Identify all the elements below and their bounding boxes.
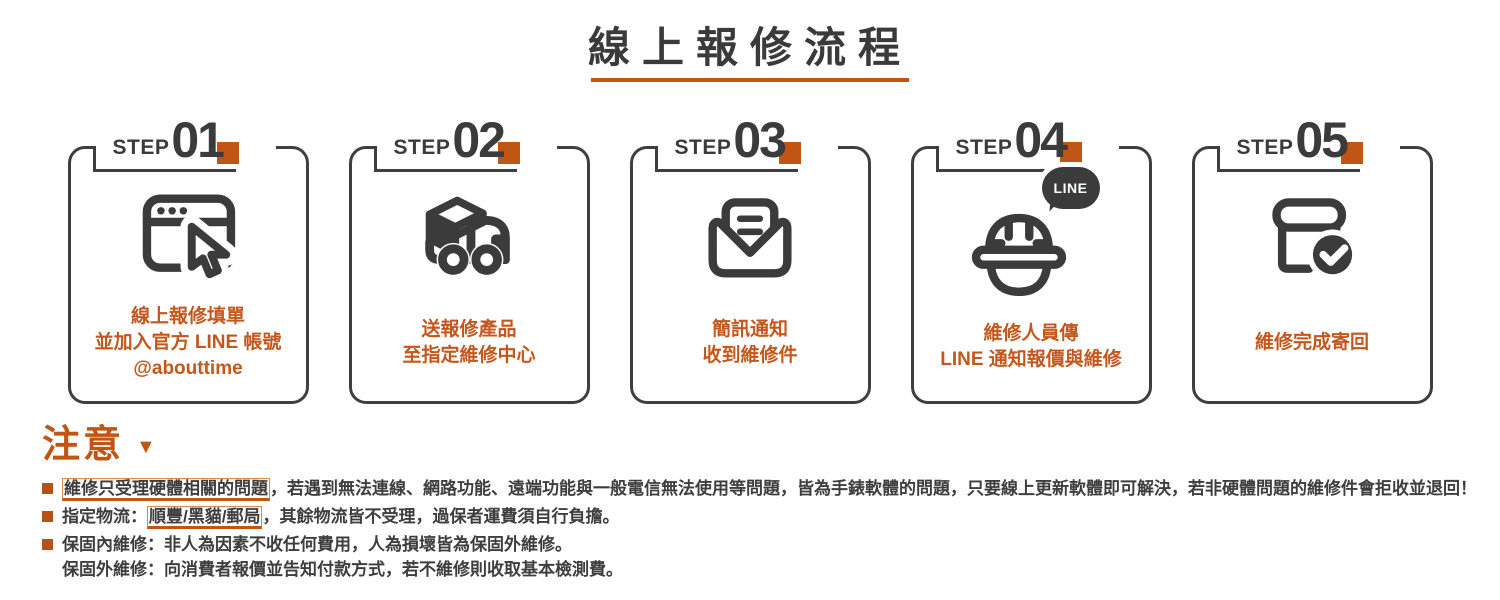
step-card-2: STEP 02 送報修產品 xyxy=(348,115,590,405)
step-word: STEP xyxy=(955,136,1013,160)
notice-text: 指定物流：順豐/黑貓/郵局，其餘物流皆不受理，過保者運費須自行負擔。 xyxy=(62,504,620,530)
notice-text-line1: 保固內維修：非人為因素不收任何費用，人為損壞皆為保固外維修。 xyxy=(62,535,572,555)
step-caption: 維修完成寄回 xyxy=(1195,295,1430,401)
caption-line: 並加入官方 LINE 帳號 xyxy=(94,332,282,354)
caption-line: 維修完成寄回 xyxy=(1254,332,1369,354)
page-header: 線上報修流程 xyxy=(0,0,1500,83)
step-number: 05 xyxy=(1295,112,1349,169)
step-tab-line xyxy=(373,146,517,173)
step-word: STEP xyxy=(112,136,170,160)
mail-notification-icon xyxy=(633,149,868,295)
border-gap xyxy=(654,146,838,150)
step-number: 04 xyxy=(1014,112,1068,169)
step-header-2: STEP 02 xyxy=(393,112,520,169)
page-title: 線上報修流程 xyxy=(587,26,912,72)
border-gap xyxy=(373,146,557,150)
line-chat-bubble-icon: LINE xyxy=(1041,167,1100,210)
step-accent-square xyxy=(778,142,801,165)
step-caption: 線上報修填單 並加入官方 LINE 帳號 @abouttime xyxy=(71,295,306,401)
step-card-3: STEP 03 簡訊通知 收到維修件 xyxy=(629,115,871,405)
steps-row: STEP 01 線上報修填單 並加入官方 LINE 帳號 @aboutt xyxy=(0,115,1500,405)
caption-line: LINE 通知報價與維修 xyxy=(940,349,1122,371)
notice-item-3: 保固內維修：非人為因素不收任何費用，人為損壞皆為保固外維修。保固外維修：向消費者… xyxy=(42,532,1460,582)
step-word: STEP xyxy=(674,136,732,160)
caption-line: 至指定維修中心 xyxy=(402,345,536,367)
notice-item-2: 指定物流：順豐/黑貓/郵局，其餘物流皆不受理，過保者運費須自行負擔。 xyxy=(42,504,1460,530)
notice-list: 維修只受理硬體相關的問題，若遇到無法連線、網路功能、遠端功能與一般電信無法使用等… xyxy=(42,476,1477,582)
step-number: 01 xyxy=(171,112,225,169)
step-caption: 簡訊通知 收到維修件 xyxy=(633,295,868,401)
step-number: 03 xyxy=(733,112,787,169)
step-accent-square xyxy=(1340,142,1363,165)
step-tab-line xyxy=(935,146,1079,173)
bullet-square-icon xyxy=(42,539,53,551)
package-check-icon xyxy=(1195,149,1430,295)
border-gap xyxy=(92,146,276,150)
browser-cursor-icon xyxy=(71,149,306,295)
step-caption: 送報修產品 至指定維修中心 xyxy=(352,295,587,401)
notice-text-line2: 保固外維修：向消費者報價並告知付款方式，若不維修則收取基本檢測費。 xyxy=(62,560,623,580)
step-header-1: STEP 01 xyxy=(112,112,239,169)
step-card-4: STEP 04 LINE 維修人員傳 LINE 通知報價與維修 xyxy=(910,115,1152,405)
notice-header: 注意 ▼ xyxy=(42,426,1460,464)
triangle-down-icon: ▼ xyxy=(136,435,156,458)
step-word: STEP xyxy=(393,136,451,160)
step-word: STEP xyxy=(1236,136,1294,160)
caption-line: @abouttime xyxy=(133,358,243,380)
step-header-5: STEP 05 xyxy=(1236,112,1363,169)
caption-line: 送報修產品 xyxy=(421,319,517,341)
bullet-square-icon xyxy=(42,483,53,495)
step-accent-square xyxy=(216,142,239,165)
highlighted-phrase: 順豐/黑貓/郵局 xyxy=(147,506,263,530)
caption-line: 收到維修件 xyxy=(702,345,798,367)
border-gap xyxy=(935,146,1119,150)
border-gap xyxy=(1216,146,1400,150)
step-header-4: STEP 04 xyxy=(955,112,1082,169)
step-accent-square xyxy=(497,142,520,165)
notice-text-rest: ，其餘物流皆不受理，過保者運費須自行負擔。 xyxy=(262,507,620,527)
step-tab-line xyxy=(654,146,798,173)
step-tab-line xyxy=(1216,146,1360,173)
caption-line: 簡訊通知 xyxy=(711,319,788,341)
notice-text: 保固內維修：非人為因素不收任何費用，人為損壞皆為保固外維修。保固外維修：向消費者… xyxy=(62,532,623,582)
step-tab-line xyxy=(92,146,236,173)
step-header-3: STEP 03 xyxy=(674,112,801,169)
notice-text: 維修只受理硬體相關的問題，若遇到無法連線、網路功能、遠端功能與一般電信無法使用等… xyxy=(62,476,1477,502)
step-card-5: STEP 05 維修完成寄回 xyxy=(1191,115,1433,405)
caption-line: 維修人員傳 xyxy=(983,323,1079,345)
notice-text-prefix: 指定物流： xyxy=(62,507,147,527)
notice-section: 注意 ▼ 維修只受理硬體相關的問題，若遇到無法連線、網路功能、遠端功能與一般電信… xyxy=(42,426,1477,582)
notice-item-1: 維修只受理硬體相關的問題，若遇到無法連線、網路功能、遠端功能與一般電信無法使用等… xyxy=(42,476,1477,502)
bullet-square-icon xyxy=(42,511,53,523)
step-caption: 維修人員傳 LINE 通知報價與維修 xyxy=(914,303,1149,401)
step-number: 02 xyxy=(452,112,506,169)
caption-line: 線上報修填單 xyxy=(130,306,245,328)
title-underline xyxy=(591,78,909,83)
delivery-truck-icon xyxy=(352,149,587,295)
notice-text-rest: ，若遇到無法連線、網路功能、遠端功能與一般電信無法使用等問題，皆為手錶軟體的問題… xyxy=(270,479,1477,499)
step-accent-square xyxy=(1059,142,1082,165)
repair-helmet-icon: LINE xyxy=(914,149,1149,303)
step-card-1: STEP 01 線上報修填單 並加入官方 LINE 帳號 @aboutt xyxy=(67,115,309,405)
highlighted-phrase: 維修只受理硬體相關的問題 xyxy=(62,478,270,502)
notice-heading: 注意 xyxy=(42,424,125,467)
